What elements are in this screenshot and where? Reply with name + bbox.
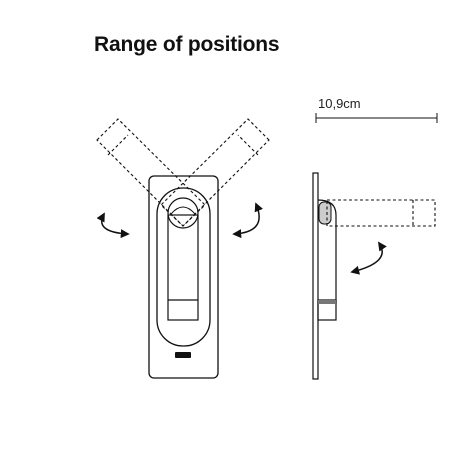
side-body <box>317 199 337 304</box>
switch-icon <box>175 352 191 358</box>
front-view <box>96 118 270 379</box>
front-slot <box>156 187 211 347</box>
front-arm-left-dashed <box>96 118 206 227</box>
front-pivot-detail <box>170 206 196 215</box>
side-pivot <box>318 201 332 225</box>
side-view <box>312 113 438 380</box>
front-pivot <box>167 197 199 229</box>
rotation-arrow-left-icon <box>96 212 130 239</box>
front-lamp-arm <box>167 214 199 321</box>
front-wall-plate <box>148 175 219 379</box>
side-arm-dashed <box>326 199 436 227</box>
rotation-arrow-right-icon <box>232 202 263 239</box>
side-wall-plate <box>312 172 319 380</box>
dimension-label: 10,9cm <box>318 96 361 111</box>
side-bracket-detail <box>318 300 336 304</box>
rotation-arrow-side-icon <box>350 241 387 275</box>
front-arm-right-dashed <box>160 118 270 227</box>
page-title: Range of positions <box>94 33 280 56</box>
dimension-line <box>315 113 438 123</box>
